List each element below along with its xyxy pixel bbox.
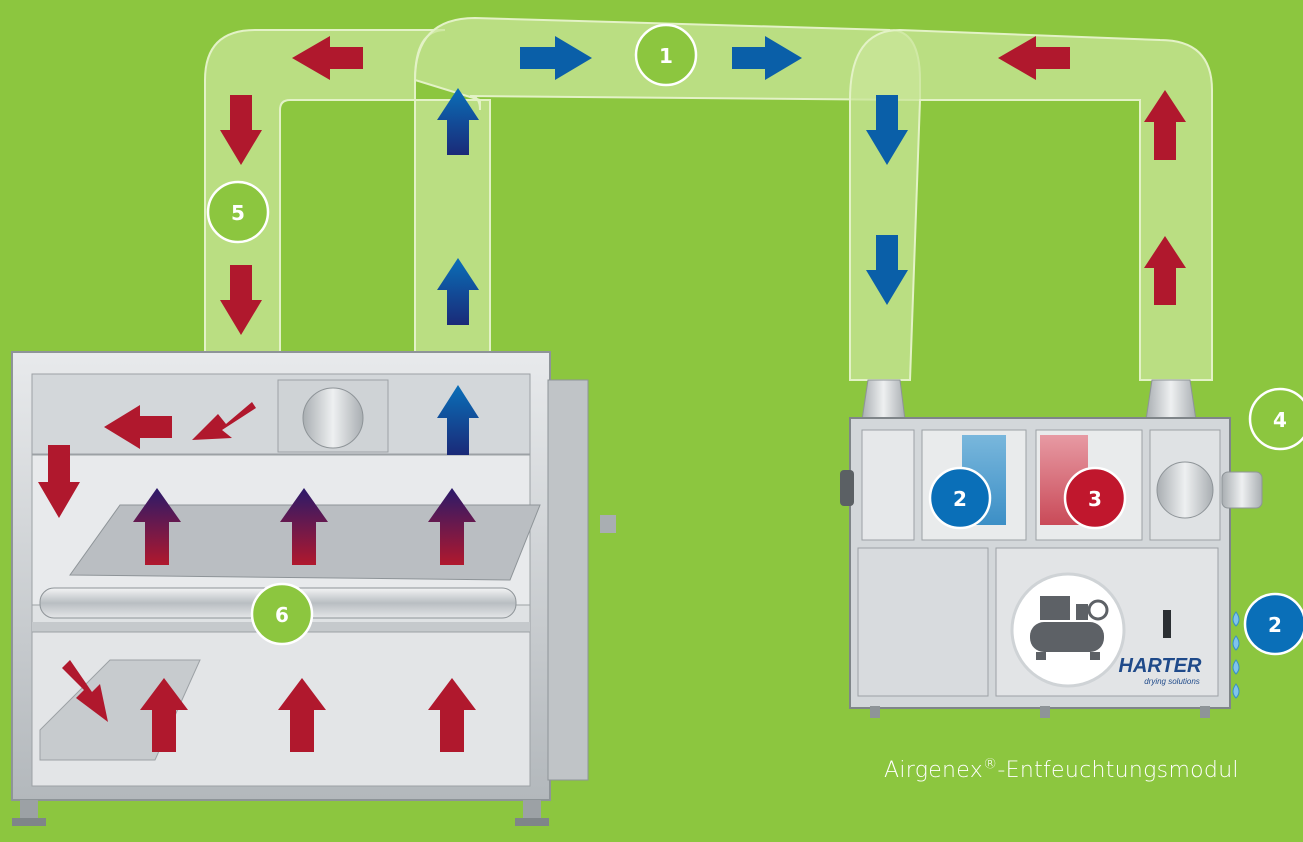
- caption-suffix: -Entfeuchtungsmodul: [997, 758, 1239, 783]
- arrow-up-icon: [428, 678, 476, 752]
- arrow-up-icon: [278, 678, 326, 752]
- arrow-left-icon: [104, 405, 172, 449]
- arrow-diagonal-icon: [62, 660, 108, 722]
- arrow-up-icon: [437, 88, 479, 155]
- duct-right-loop: [849, 28, 1213, 381]
- badge-module-right: 4: [1248, 387, 1303, 451]
- arrow-up-icon: [437, 258, 479, 325]
- dryer-unit: [11, 351, 616, 826]
- svg-text:5: 5: [231, 201, 245, 225]
- svg-text:6: 6: [275, 603, 289, 627]
- svg-text:3: 3: [1088, 487, 1102, 511]
- arrow-up-icon: [280, 488, 328, 565]
- arrow-left-icon: [998, 36, 1070, 80]
- arrow-up-icon: [1144, 236, 1186, 305]
- arrow-up-icon: [133, 488, 181, 565]
- badge-dryer-roller: 6: [250, 582, 314, 646]
- registered-mark: ®: [983, 756, 998, 773]
- caption-name: Airgenex: [884, 758, 984, 783]
- svg-text:2: 2: [1268, 613, 1282, 637]
- brand-tagline: drying solutions: [1144, 677, 1200, 686]
- airflow-arrows: [38, 36, 1186, 752]
- arrow-down-icon: [220, 95, 262, 165]
- water-drop-icon: [1232, 683, 1240, 699]
- arrow-down-icon: [866, 95, 908, 165]
- water-drop-icon: [1232, 611, 1240, 627]
- badge-water-out: 2: [1243, 592, 1303, 656]
- arrow-down-icon: [220, 265, 262, 335]
- arrow-left-icon: [192, 402, 256, 440]
- water-drop-icon: [1232, 659, 1240, 675]
- water-drop-icon: [1232, 635, 1240, 651]
- badge-duct-left: 5: [206, 180, 270, 244]
- arrow-right-icon: [732, 36, 802, 80]
- arrow-up-icon: [428, 488, 476, 565]
- module-caption: Airgenex®-Entfeuchtungsmodul: [884, 758, 1239, 783]
- arrow-up-icon: [1144, 90, 1186, 160]
- svg-text:2: 2: [953, 487, 967, 511]
- arrow-down-icon: [866, 235, 908, 305]
- duct-system: [204, 16, 1213, 381]
- arrow-up-icon: [437, 385, 479, 455]
- badge-module-hot: 3: [1063, 466, 1127, 530]
- dehumidifier-module: [840, 379, 1263, 718]
- svg-text:4: 4: [1273, 408, 1287, 432]
- brand-logo: HARTER: [1119, 655, 1203, 677]
- arrow-left-icon: [292, 36, 363, 80]
- svg-text:1: 1: [659, 44, 673, 68]
- compressor-icon: [1010, 572, 1126, 688]
- arrow-down-icon: [38, 445, 80, 518]
- badge-module-cold: 2: [928, 466, 992, 530]
- water-drops: [1232, 611, 1240, 699]
- arrow-right-icon: [520, 36, 592, 80]
- badges: 1 5 6 2 3 4 2: [206, 23, 1303, 656]
- arrow-up-icon: [140, 678, 188, 752]
- badge-duct-top: 1: [634, 23, 698, 87]
